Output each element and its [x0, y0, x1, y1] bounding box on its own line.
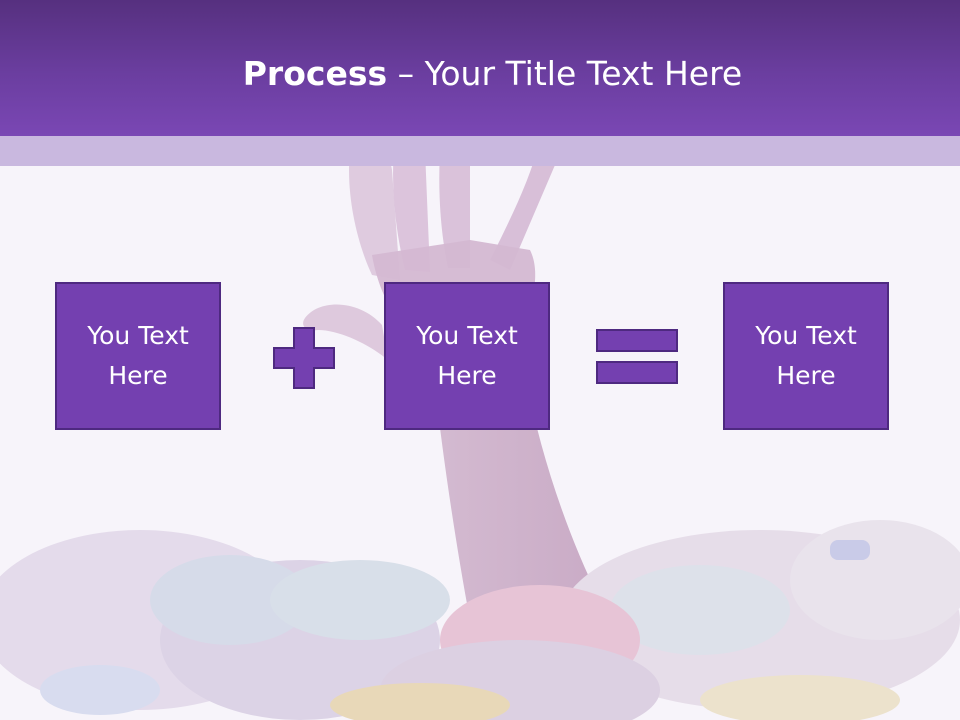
title-rest-part: – Your Title Text Here [387, 54, 743, 93]
process-box-2: You Text Here [384, 282, 550, 430]
process-box-3: You Text Here [723, 282, 889, 430]
slide-title: Process – Your Title Text Here [0, 52, 960, 96]
title-accent-strip [0, 136, 960, 166]
equals-icon [596, 329, 678, 384]
title-bold-part: Process [242, 54, 388, 93]
title-bar [0, 0, 960, 136]
process-box-2-text: You Text Here [416, 321, 518, 390]
plus-icon [273, 327, 335, 389]
process-box-1: You Text Here [55, 282, 221, 430]
process-box-1-text: You Text Here [87, 321, 189, 390]
process-box-3-text: You Text Here [755, 321, 857, 390]
